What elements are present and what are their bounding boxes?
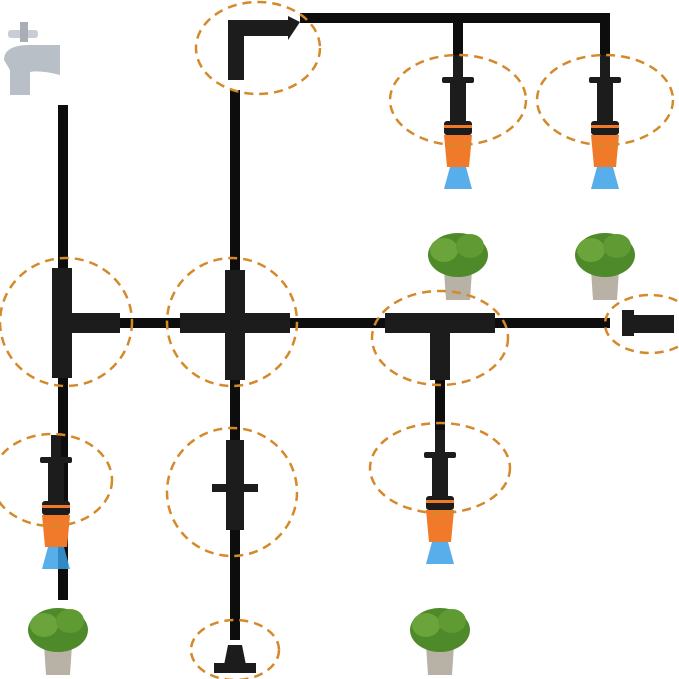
potted-plant-icon (575, 233, 635, 300)
tee-connector-icon (385, 313, 495, 380)
potted-plant-icon (428, 233, 488, 300)
tee-connector-icon (52, 268, 120, 378)
elbow-connector-icon (228, 16, 300, 80)
adjustable-dripper-icon (424, 430, 456, 564)
cross-connector-icon (180, 270, 290, 380)
faucet-icon (4, 22, 60, 95)
adjustable-dripper-icon (589, 55, 621, 189)
tubing (58, 13, 610, 640)
straight-coupler-icon (212, 440, 258, 530)
end-plug-icon (622, 310, 674, 336)
potted-plant-icon (28, 608, 88, 675)
potted-plant-icon (410, 608, 470, 675)
end-plug-icon (214, 645, 256, 673)
adjustable-dripper-icon (442, 55, 474, 189)
